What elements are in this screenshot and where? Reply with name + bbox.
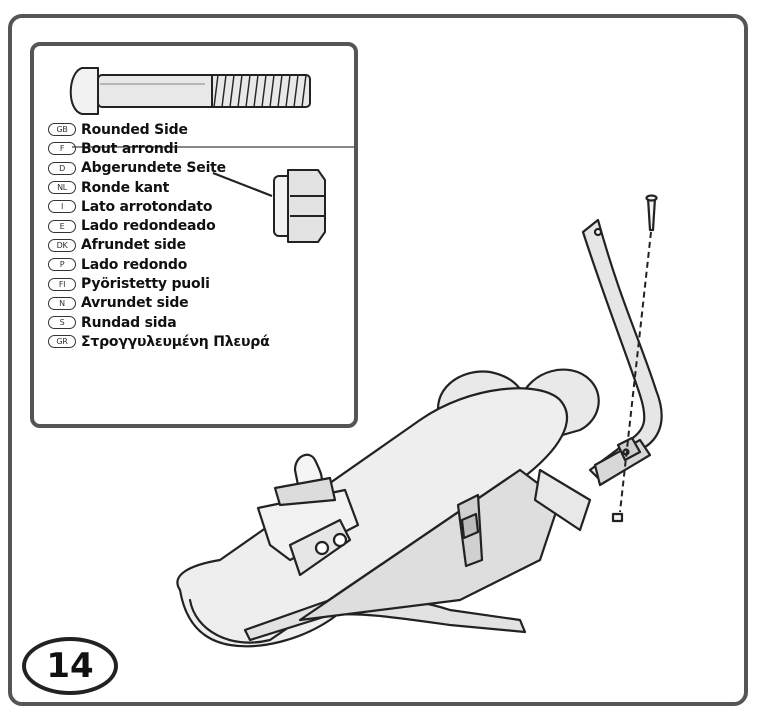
language-code-badge: NL [48,181,76,195]
language-label: Ronde kant [81,179,170,196]
language-label: Afrundet side [81,237,186,254]
list-item: GR Στρογγυλευμένη Πλευρά [48,332,270,351]
language-label: Στρογγυλευμένη Πλευρά [81,333,270,350]
language-label: Rounded Side [81,121,188,138]
list-item: D Abgerundete Seite [48,159,270,178]
list-item: S Rundad sida [48,313,270,332]
list-item: I Lato arrotondato [48,197,270,216]
language-label: Lato arrotondato [81,198,213,215]
step-number: 14 [46,646,94,686]
language-label: Pyöristetty puoli [81,276,210,293]
inset-divider [72,146,354,148]
language-label: Lado redondeado [81,218,216,235]
language-label: Rundad sida [81,314,177,331]
language-code-badge: E [48,219,76,233]
step-number-badge: 14 [22,637,118,695]
language-code-badge: D [48,161,76,175]
list-item: DK Afrundet side [48,236,270,255]
nut-icon [273,169,326,243]
list-item: E Lado redondeado [48,216,270,235]
language-code-badge: GR [48,335,76,349]
language-list: GB Rounded Side F Bout arrondi D Abgerundet… [48,120,270,352]
language-label: Abgerundete Seite [81,160,226,177]
list-item: N Avrundet side [48,294,270,313]
screw-bolt-icon [69,67,311,115]
list-item: FI Pyöristetty puoli [48,274,270,293]
language-code-badge: P [48,258,76,272]
list-item: GB Rounded Side [48,120,270,139]
language-code-badge: DK [48,238,76,252]
language-code-badge: I [48,200,76,214]
language-label: Lado redondo [81,256,188,273]
language-label: Avrundet side [81,295,189,312]
language-code-badge: N [48,296,76,310]
language-code-badge: FI [48,277,76,291]
list-item: F Bout arrondi [48,139,270,158]
language-code-badge: GB [48,123,76,137]
list-item: NL Ronde kant [48,178,270,197]
language-code-badge: F [48,142,76,156]
language-code-badge: S [48,316,76,330]
language-label: Bout arrondi [81,140,179,157]
list-item: P Lado redondo [48,255,270,274]
